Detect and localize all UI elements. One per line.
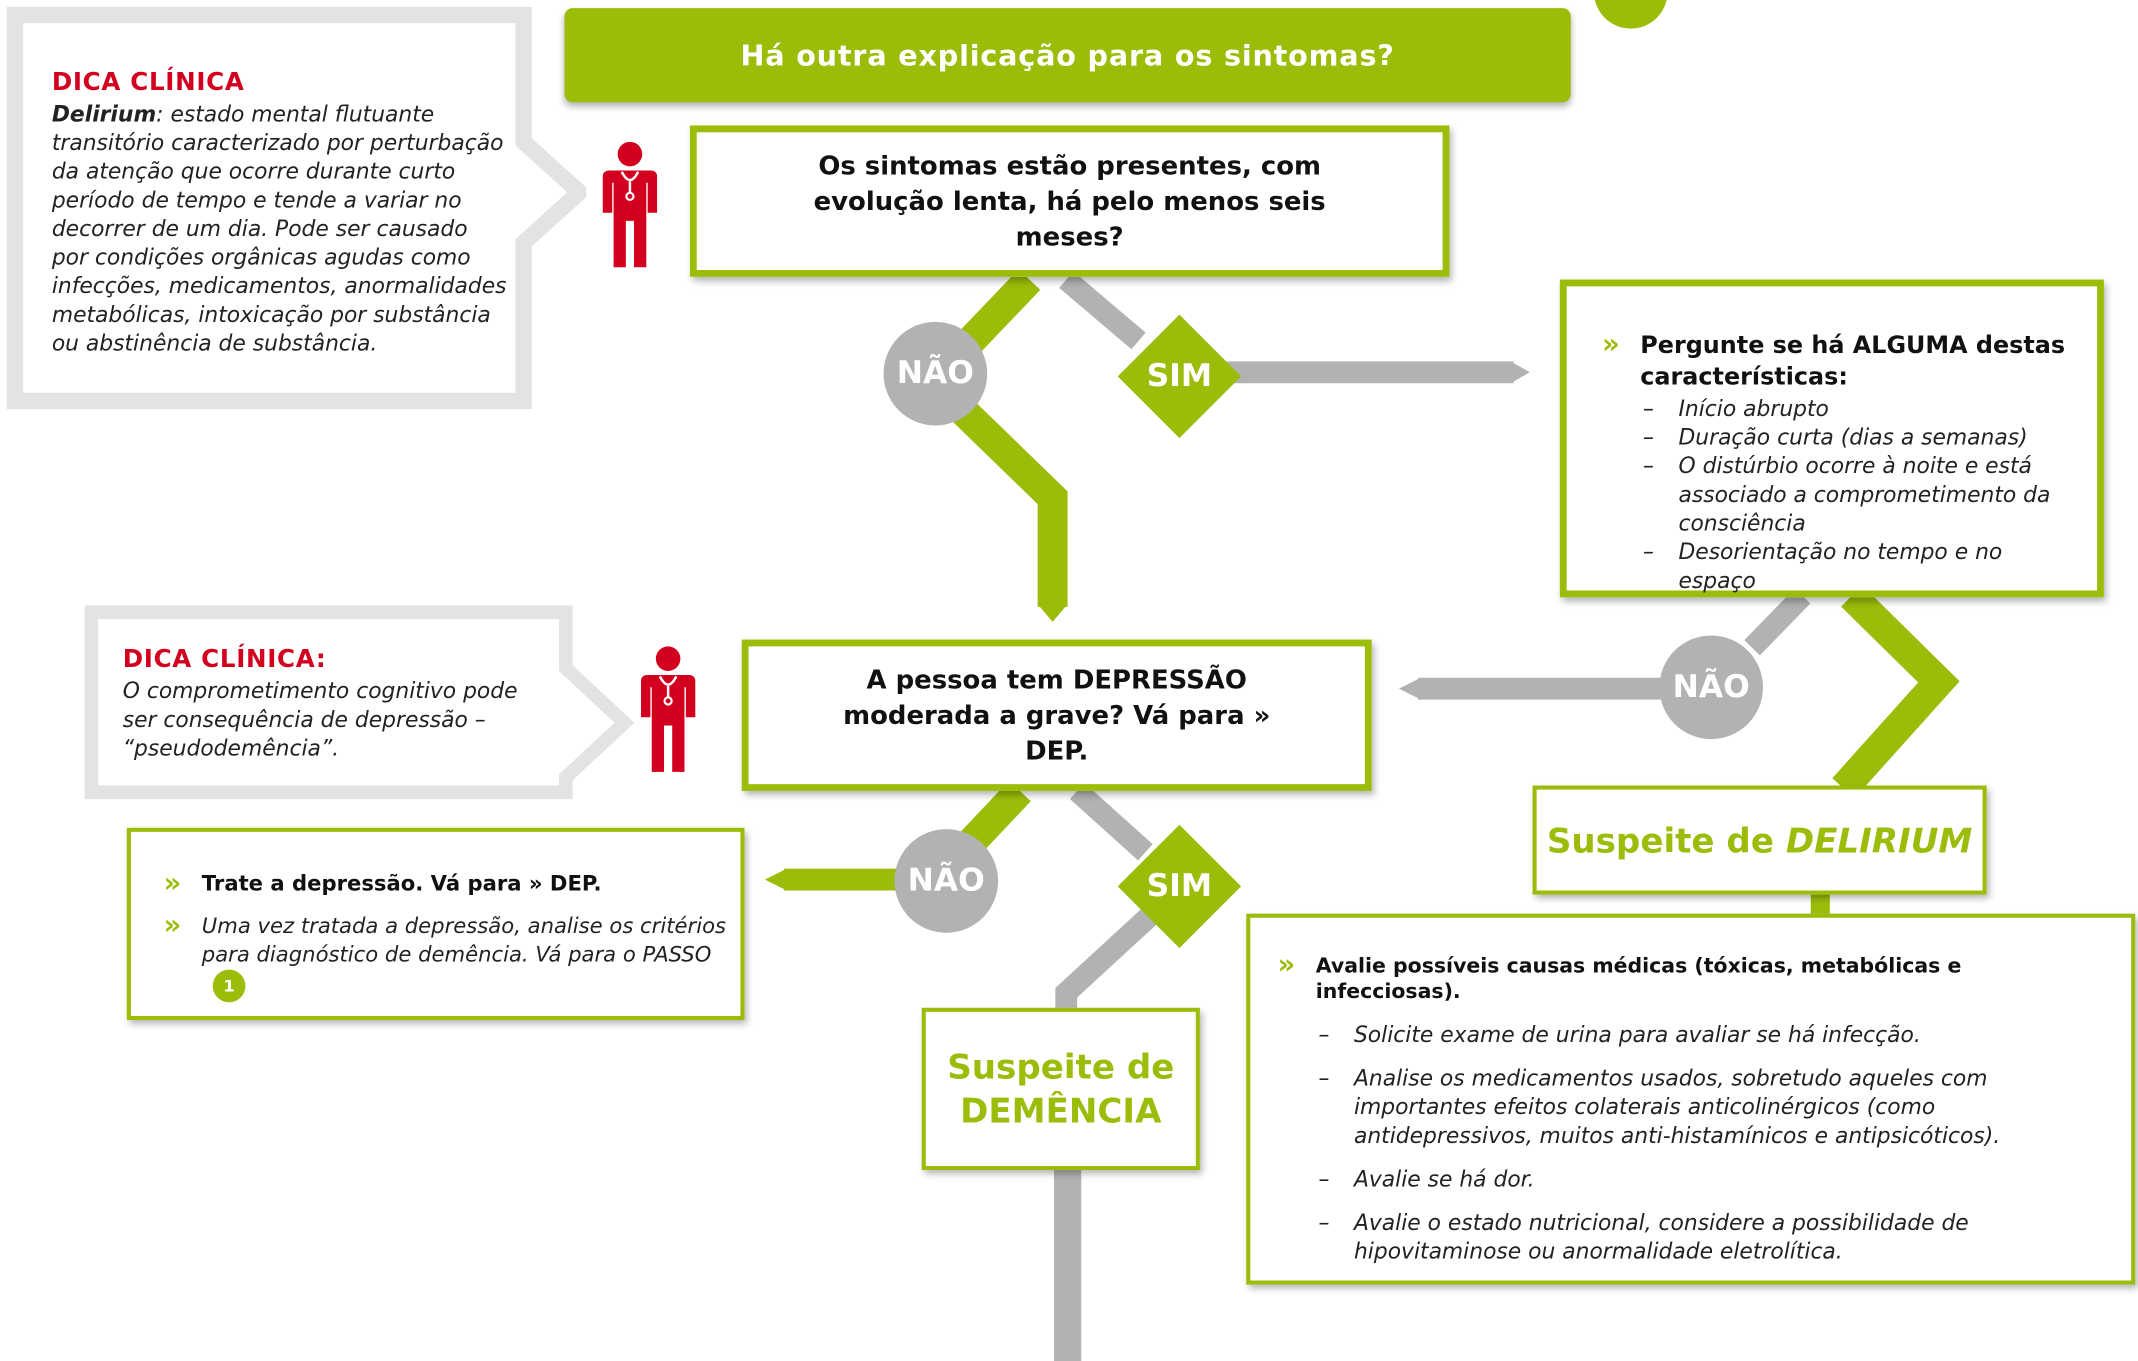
cause-item: –Solicite exame de urina para avaliar se…	[1318, 1021, 1921, 1048]
no-label-1: NÃO	[896, 355, 974, 392]
yes-diamond-3: SIM	[1117, 824, 1242, 949]
no-label-3: NÃO	[907, 863, 985, 899]
chevron-icon: »	[1602, 327, 1620, 361]
question-depression: A pessoa tem DEPRESSÃO moderada a grave?…	[741, 639, 1372, 791]
features-heading: Pergunte se há ALGUMA destas característ…	[1640, 332, 2066, 392]
chevron-icon: »	[1277, 947, 1296, 981]
medical-causes-box: » Avalie possíveis causas médicas (tóxic…	[1246, 913, 2136, 1285]
yes-label-3: SIM	[1146, 868, 1213, 905]
question-symptoms-text: Os sintomas estão presentes, com evoluçã…	[813, 150, 1326, 252]
tip2-frame	[84, 605, 635, 800]
no-label-2: NÃO	[1672, 669, 1750, 706]
tip1-content: DICA CLÍNICA Delirium: estado mental flu…	[52, 68, 509, 357]
feature-item: –Desorientação no tempo e no espaço	[1643, 538, 2003, 594]
tip1-term: Delirium	[51, 100, 157, 127]
causes-heading-row: » Avalie possíveis causas médicas (tóxic…	[1278, 948, 2104, 1004]
tip1-frame	[6, 6, 587, 410]
cause-item: –Analise os medicamentos usados, sobretu…	[1318, 1065, 2001, 1149]
header-question: Há outra explicação para os sintomas?	[740, 38, 1395, 72]
chevron-icon: »	[163, 865, 182, 899]
no-circle-3: NÃO	[894, 829, 999, 933]
question-symptoms-duration: Os sintomas estão presentes, com evoluçã…	[689, 125, 1450, 277]
chevron-icon: »	[163, 908, 182, 941]
cause-item: –Avalie o estado nutricional, considere …	[1318, 1209, 1969, 1265]
doctor-icon	[640, 646, 696, 772]
yes-label-1: SIM	[1146, 358, 1213, 395]
tip1-text: Delirium: estado mental flutuante transi…	[52, 100, 509, 358]
step-badge: 1	[212, 969, 246, 1003]
delirium-features-box: » Pergunte se há ALGUMA destas caracterí…	[1559, 279, 2104, 598]
feature-item: –O distúrbio ocorre à noite e está assoc…	[1643, 452, 2051, 536]
features-heading-row: » Pergunte se há ALGUMA destas caracterí…	[1602, 327, 2083, 394]
tip1-body: : estado mental flutuante transitório ca…	[51, 100, 507, 356]
question-depression-text: A pessoa tem DEPRESSÃO moderada a grave?…	[843, 664, 1271, 766]
yes-diamond-1: SIM	[1117, 314, 1242, 439]
cause-item: –Avalie se há dor.	[1318, 1165, 1535, 1192]
no-circle-2: NÃO	[1659, 635, 1764, 740]
suspect-delirium-label: Suspeite de DELIRIUM	[1546, 820, 1973, 860]
causes-heading: Avalie possíveis causas médicas (tóxicas…	[1315, 953, 1962, 1004]
tip1-title: DICA CLÍNICA	[51, 68, 245, 97]
treat-item-1: » Trate a depressão. Vá para » DEP.	[163, 865, 602, 899]
tip2-title: DICA CLÍNICA:	[122, 645, 327, 674]
doctor-icon	[602, 141, 658, 268]
header-question-banner: Há outra explicação para os sintomas?	[564, 0, 1672, 103]
feature-item: –Início abrupto	[1643, 395, 1829, 422]
tip2-text: O comprometimento cognitivo pode ser con…	[122, 677, 518, 761]
no-circle-1: NÃO	[883, 321, 988, 426]
feature-item: –Duração curta (dias a semanas)	[1643, 424, 2028, 451]
treat-depression-box: » Trate a depressão. Vá para » DEP. » Um…	[126, 827, 745, 1021]
suspect-delirium-box: Suspeite de DELIRIUM	[1532, 785, 1987, 895]
tip2-content: DICA CLÍNICA: O comprometimento cognitiv…	[123, 645, 546, 762]
treat-item-2: » Uma vez tratada a depressão, analise o…	[164, 908, 727, 1003]
